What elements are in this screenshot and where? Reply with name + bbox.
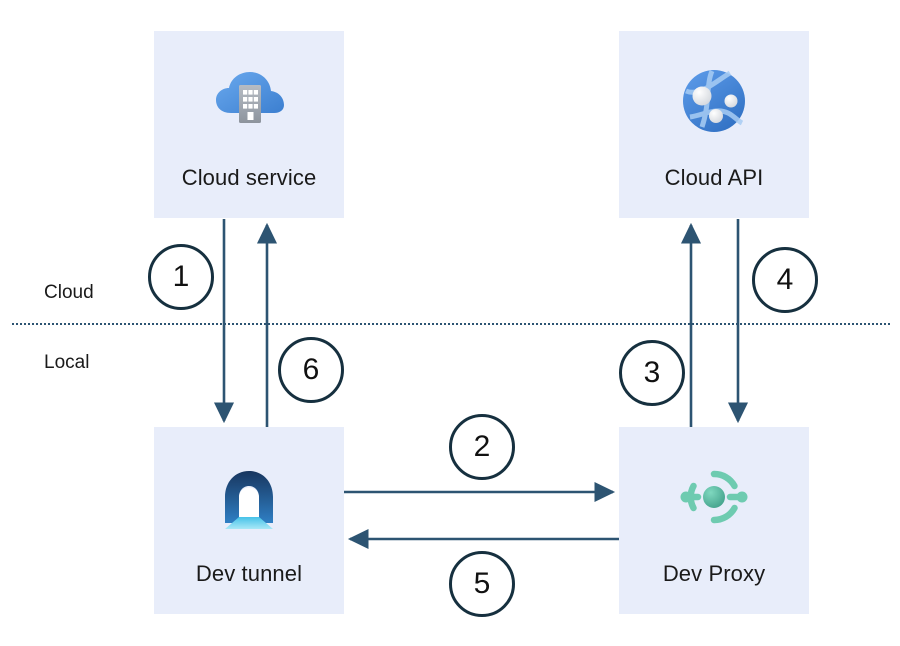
node-label: Dev tunnel bbox=[195, 561, 303, 586]
cloud-building-icon bbox=[216, 72, 284, 123]
dev-proxy-target-icon bbox=[680, 470, 748, 524]
node-label: Cloud service bbox=[181, 165, 317, 190]
node-dev-tunnel[interactable]: Dev tunnel bbox=[154, 427, 344, 614]
globe-network-icon bbox=[683, 70, 745, 132]
tunnel-icon bbox=[225, 471, 273, 529]
node-cloud-api[interactable]: Cloud API bbox=[619, 31, 809, 218]
node-cloud-service[interactable]: Cloud service bbox=[154, 31, 344, 218]
node-dev-proxy[interactable]: Dev Proxy bbox=[619, 427, 809, 614]
step-badge-5[interactable]: 5 bbox=[449, 551, 515, 617]
step-badge-2[interactable]: 2 bbox=[449, 414, 515, 480]
step-badge-3[interactable]: 3 bbox=[619, 340, 685, 406]
step-badge-6[interactable]: 6 bbox=[278, 337, 344, 403]
cloud-local-boundary-line bbox=[12, 323, 890, 325]
step-badge-4[interactable]: 4 bbox=[752, 247, 818, 313]
node-label: Dev Proxy bbox=[662, 561, 766, 586]
node-label: Cloud API bbox=[664, 165, 764, 190]
step-badge-1[interactable]: 1 bbox=[148, 244, 214, 310]
zone-label-cloud: Cloud bbox=[44, 282, 94, 303]
zone-label-local: Local bbox=[44, 352, 90, 373]
